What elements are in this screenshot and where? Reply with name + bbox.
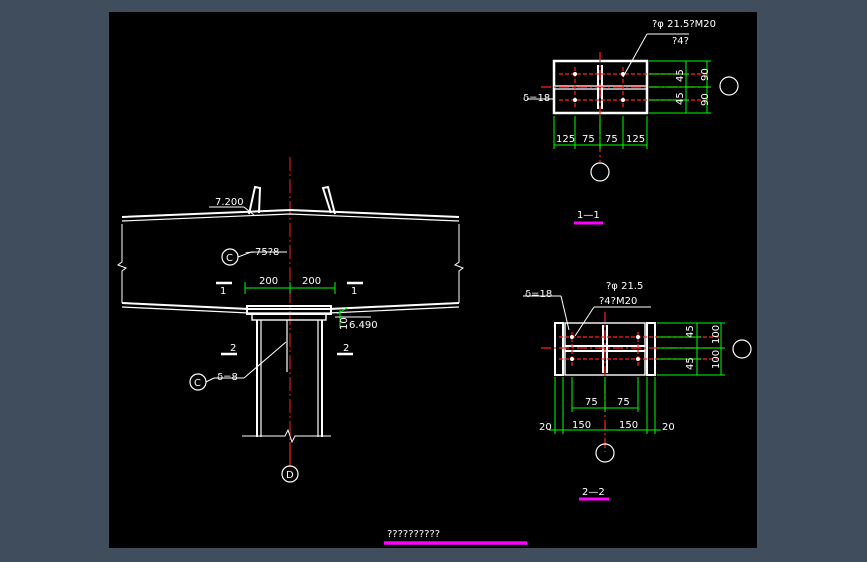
elevation-labels: 7.200 6.490 —75?8 C δ=8 C D 200 200 10 1… — [194, 197, 378, 481]
section-2-dim-bottom-1: 20 — [539, 422, 552, 433]
section-2-bolt-note-1: ?φ 21.5 — [606, 281, 643, 292]
section-2-dim-bottom-2: 150 — [572, 420, 591, 431]
axis-bubble-1-bottom — [590, 162, 610, 182]
section-1-left-number: 1 — [220, 286, 226, 297]
section-2-dim-right-outer-2: 100 — [711, 350, 722, 369]
bolt-icon — [621, 98, 625, 102]
section-2-dim-right-inner-2: 45 — [685, 357, 696, 370]
bolt-icon — [570, 335, 574, 339]
drawing-svg: 7.200 6.490 —75?8 C δ=8 C D 200 200 10 1… — [116, 19, 752, 545]
bolt-icon — [636, 335, 640, 339]
break-line-right — [453, 224, 465, 303]
beam-bottom-flange — [121, 302, 460, 310]
section-2-dim-right-inner-1: 45 — [685, 325, 696, 338]
section-2-2-labels: 2—2 δ=18 ?φ 21.5 ?4?M20 75 75 20 150 150… — [525, 281, 722, 498]
bolt-icon — [573, 98, 577, 102]
section-2-bolt-note-2: ?4?M20 — [599, 296, 637, 307]
section-2-2-view — [523, 295, 752, 501]
column-break — [242, 428, 331, 444]
section-1-1-labels: 1—1 ?φ 21.5?M20 ?4? δ=18 125 75 75 125 4… — [523, 19, 716, 221]
web-callout-letter: C — [194, 378, 201, 389]
section-1-dim-bottom-4: 125 — [626, 134, 645, 145]
axis-d-letter: D — [286, 470, 294, 481]
elevation-bottom-label: 6.490 — [349, 320, 378, 331]
stiffener-left — [248, 185, 262, 215]
axis-bubble-d — [281, 465, 299, 483]
section-2-right-number: 2 — [343, 343, 349, 354]
elevation-dimensions — [244, 282, 348, 328]
section-2-dim-top-2: 75 — [617, 397, 630, 408]
web-label: δ=8 — [217, 372, 238, 383]
plate-callout-letter: C — [226, 253, 233, 264]
section-1-1-view — [527, 33, 739, 225]
section-2-dim-bottom-3: 150 — [619, 420, 638, 431]
section-1-dim-bottom-1: 125 — [556, 134, 575, 145]
dim-200-left: 200 — [259, 276, 278, 287]
bolt-icon — [570, 357, 574, 361]
bolt-icon — [573, 72, 577, 76]
section-2-left-number: 2 — [230, 343, 236, 354]
section-2-flange-right — [646, 322, 656, 376]
section-1-dim-bottom-3: 75 — [605, 134, 618, 145]
beam-top-flange — [121, 208, 460, 218]
section-1-title: 1—1 — [577, 210, 600, 221]
section-1-bolt-note-2: ?4? — [672, 36, 689, 47]
section-2-dim-right-outer-1: 100 — [711, 325, 722, 344]
plate-label: —75?8 — [245, 247, 279, 258]
section-2-thickness: δ=18 — [525, 289, 552, 300]
section-2-dim-bottom-4: 20 — [662, 422, 675, 433]
drawing-title: ?????????? — [387, 529, 440, 540]
axis-bubble-1-right — [719, 76, 739, 96]
bolt-icon — [636, 357, 640, 361]
section-1-thickness: δ=18 — [523, 93, 550, 104]
section-1-dim-bottom-2: 75 — [582, 134, 595, 145]
section-1-dim-right-outer-1: 90 — [700, 68, 711, 81]
section-2-dim-top-1: 75 — [585, 397, 598, 408]
section-1-right-number: 1 — [351, 286, 357, 297]
axis-bubble-2-right — [732, 339, 752, 359]
elevation-view — [116, 157, 465, 483]
section-1-dim-right-inner-1: 45 — [675, 69, 686, 82]
section-1-dim-right-inner-2: 45 — [675, 92, 686, 105]
dim-200-right: 200 — [302, 276, 321, 287]
section-1-dim-right-outer-2: 90 — [700, 93, 711, 106]
stiffener-right — [321, 185, 336, 215]
section-2-title: 2—2 — [582, 487, 605, 498]
dim-10-vertical: 10 — [339, 317, 350, 330]
break-line-left — [116, 224, 128, 303]
drawing-canvas[interactable]: 7.200 6.490 —75?8 C δ=8 C D 200 200 10 1… — [109, 12, 757, 548]
elevation-top-label: 7.200 — [215, 197, 244, 208]
section-2-flange-left — [554, 322, 564, 376]
axis-bubble-2-bottom — [595, 443, 615, 463]
section-1-bolt-note-1: ?φ 21.5?M20 — [652, 19, 716, 30]
